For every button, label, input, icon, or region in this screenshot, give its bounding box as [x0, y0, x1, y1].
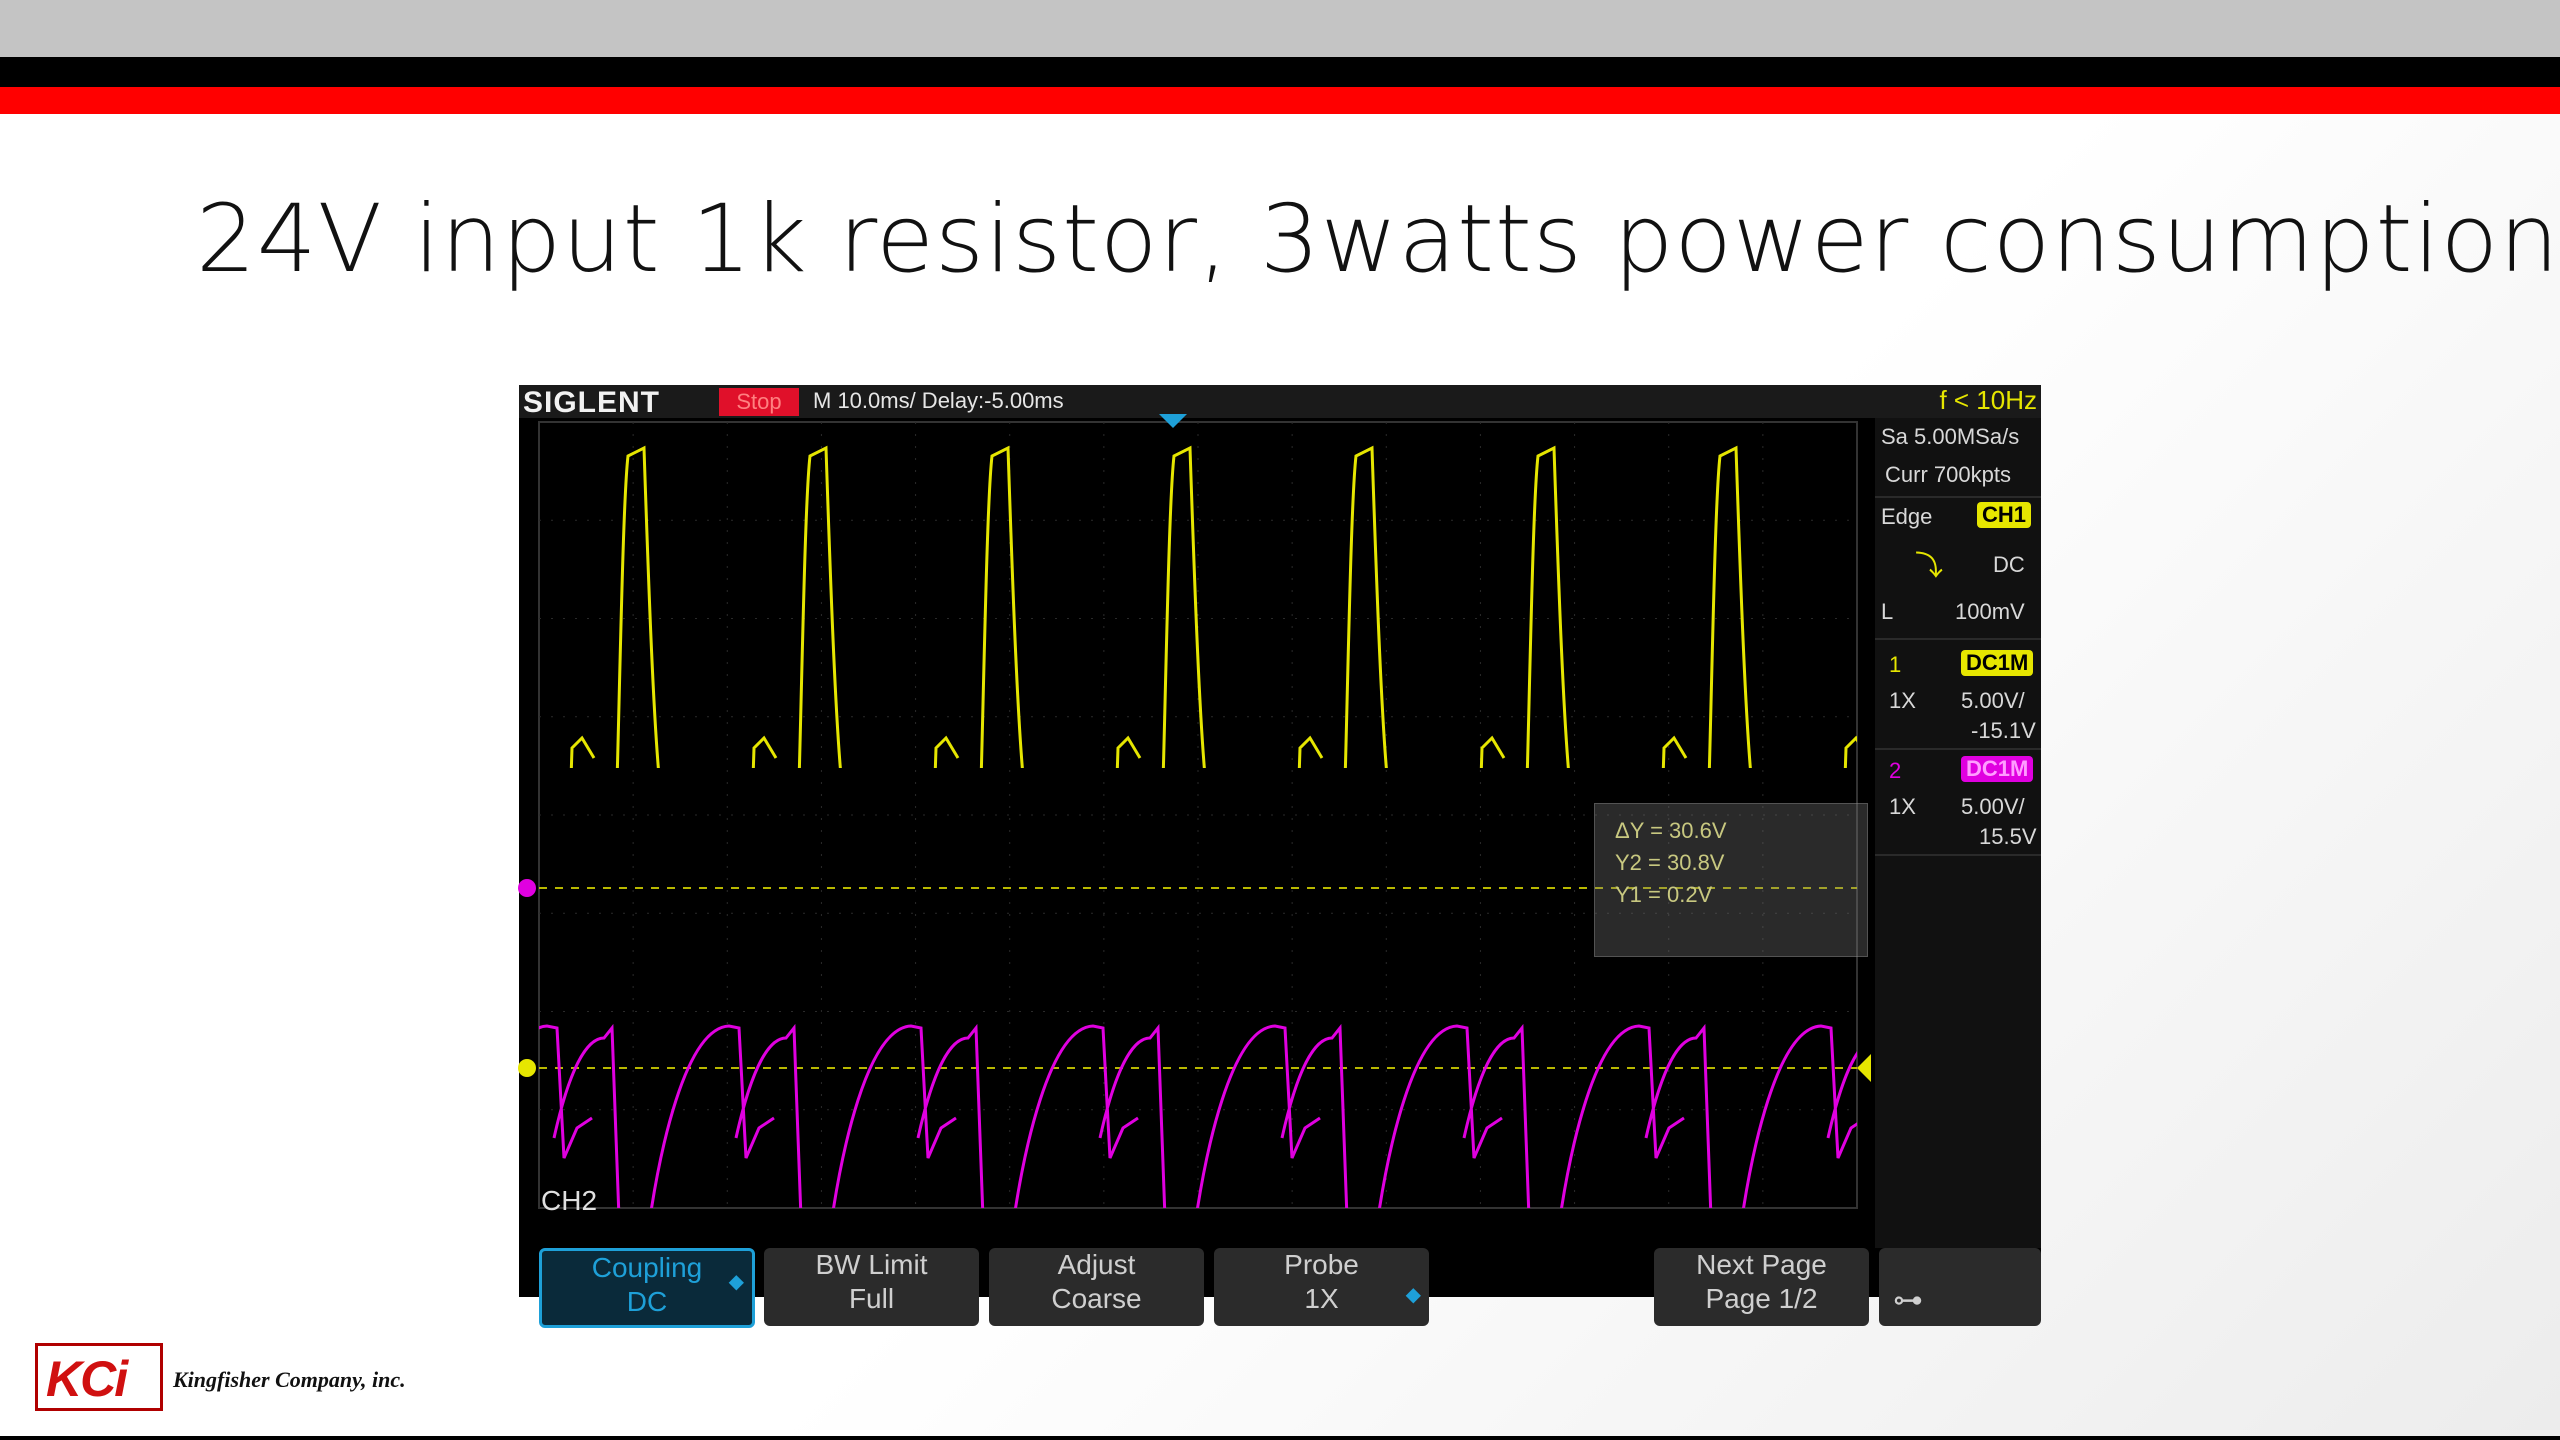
- header-red-band: [0, 87, 2560, 114]
- ch2-offset-marker: [518, 879, 536, 897]
- trigger-position-marker: [1159, 414, 1187, 428]
- ch2-scale: 5.00V/: [1961, 794, 2025, 819]
- probe-softkey[interactable]: Probe 1X ◆: [1214, 1248, 1429, 1326]
- trigger-falling-edge-icon: ⤵: [1915, 550, 1944, 581]
- company-logo: KCi Kingfisher Company, inc.: [35, 1343, 435, 1413]
- header-black-band: [0, 57, 2560, 87]
- cursor-y1: Y1 = 0.2V: [1615, 882, 1713, 907]
- footer-rule: [0, 1436, 2560, 1440]
- coupling-softkey-value: DC: [626, 1286, 668, 1317]
- ch2-coupling-badge: DC1M: [1961, 756, 2034, 782]
- slide-title: 24V input 1k resistor, 3watts power cons…: [196, 185, 2560, 294]
- menu-channel-label: CH2: [541, 1185, 598, 1216]
- ch1-probe: 1X: [1889, 688, 1916, 713]
- softkey-bar: Coupling DC ◆ BW Limit Full Adjust Coars…: [519, 1248, 2041, 1328]
- trigger-source-badge: CH1: [1977, 502, 2032, 528]
- cycle-arrow-icon: ◆: [728, 1271, 744, 1293]
- cursor-delta-y: ΔY = 30.6V: [1615, 818, 1727, 843]
- coupling-softkey-label: Coupling: [591, 1252, 703, 1283]
- logo-emblem: KCi: [35, 1343, 163, 1411]
- ch2-probe: 1X: [1889, 794, 1916, 819]
- network-icon: ⊶: [1893, 1284, 1923, 1317]
- logo-company-name: Kingfisher Company, inc.: [173, 1367, 406, 1392]
- waveform-display: [518, 414, 1875, 1248]
- cursor-y2: Y2 = 30.8V: [1615, 850, 1725, 875]
- ch2-number: 2: [1889, 758, 1902, 783]
- trigger-coupling: DC: [1993, 552, 2025, 577]
- bw-limit-softkey-label: BW Limit: [815, 1249, 928, 1280]
- ch1-waveform: [569, 445, 1857, 768]
- trigger-type: Edge: [1881, 504, 1933, 529]
- bw-limit-softkey-value: Full: [848, 1283, 895, 1314]
- trigger-level-label: L: [1881, 599, 1894, 624]
- adjust-softkey[interactable]: Adjust Coarse: [989, 1248, 1204, 1326]
- ch1-offset: -15.1V: [1971, 718, 2036, 743]
- ch1-offset-marker: [518, 1059, 536, 1077]
- scope-side-panel: Sa 5.00MSa/s Curr 700kpts Edge CH1 ⤵ DC …: [1875, 418, 2041, 1248]
- ch1-scale: 5.00V/: [1961, 688, 2025, 713]
- frequency-readout: f < 10Hz: [1939, 385, 2037, 415]
- bw-limit-softkey[interactable]: BW Limit Full: [764, 1248, 979, 1326]
- ch1-number: 1: [1889, 652, 1902, 677]
- ch1-coupling-badge: DC1M: [1961, 650, 2034, 676]
- coupling-softkey[interactable]: Coupling DC ◆: [539, 1248, 755, 1328]
- adjust-softkey-value: Coarse: [1051, 1283, 1142, 1314]
- adjust-softkey-label: Adjust: [1057, 1249, 1136, 1280]
- trigger-level: 100mV: [1955, 599, 2025, 624]
- cursor-measurement-box: ΔY = 30.6V Y2 = 30.8V Y1 = 0.2V: [1594, 803, 1868, 957]
- ch2-waveform: [539, 1023, 1857, 1208]
- next-page-softkey-value: Page 1/2: [1705, 1283, 1818, 1314]
- waveform-svg: [518, 414, 1871, 1209]
- logo-letters: KCi: [46, 1351, 128, 1407]
- ch2-offset: 15.5V: [1979, 824, 2037, 849]
- cycle-arrow-icon: ◆: [1405, 1284, 1421, 1306]
- scope-status-bar: SIGLENT Stop M 10.0ms/ Delay:-5.00ms f <…: [519, 385, 2041, 419]
- brand-logo: SIGLENT: [523, 386, 661, 419]
- probe-softkey-label: Probe: [1284, 1249, 1359, 1280]
- oscilloscope-screenshot: SIGLENT Stop M 10.0ms/ Delay:-5.00ms f <…: [518, 385, 2041, 1328]
- header-grey-band: [0, 0, 2560, 57]
- next-page-softkey[interactable]: Next Page Page 1/2: [1654, 1248, 1869, 1326]
- next-page-softkey-label: Next Page: [1696, 1249, 1827, 1280]
- memory-depth: Curr 700kpts: [1885, 462, 2011, 487]
- sample-rate: Sa 5.00MSa/s: [1881, 424, 2020, 449]
- trigger-level-marker: [1857, 1054, 1871, 1082]
- network-softkey[interactable]: ⊶: [1879, 1248, 2041, 1326]
- timebase-readout: M 10.0ms/ Delay:-5.00ms: [813, 388, 1064, 413]
- probe-softkey-value: 1X: [1304, 1283, 1339, 1314]
- run-state-badge: Stop: [719, 388, 799, 416]
